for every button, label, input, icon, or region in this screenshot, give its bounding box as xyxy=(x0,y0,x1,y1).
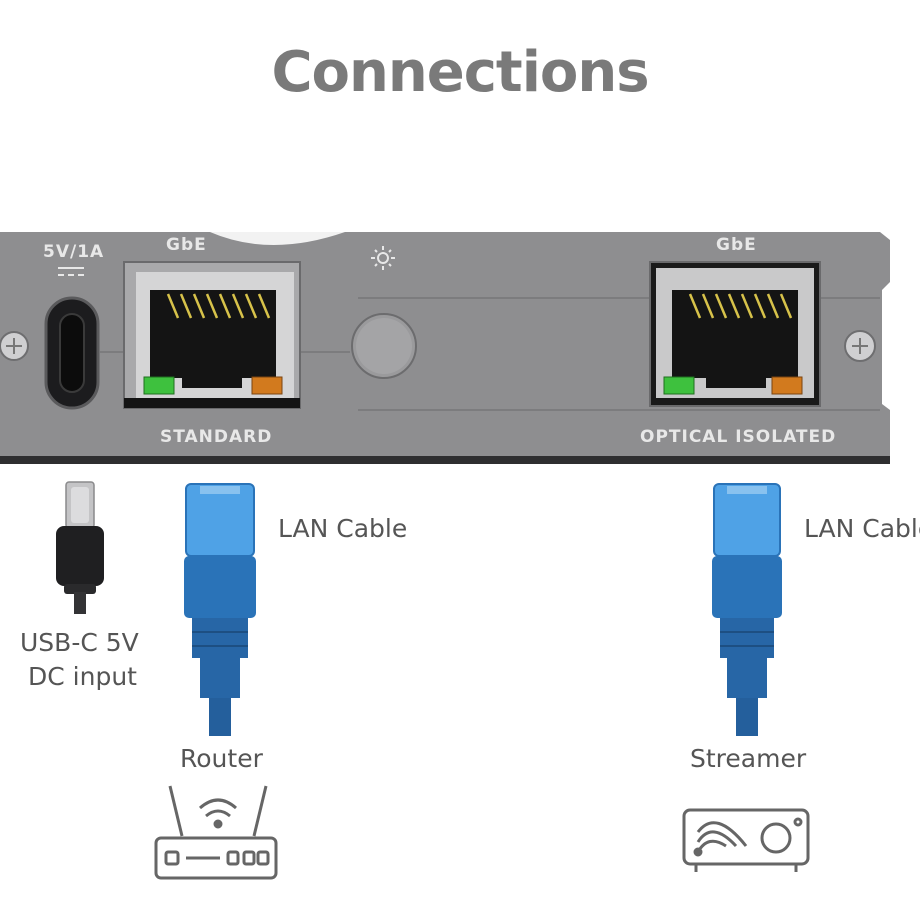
port-right-type-label: OPTICAL ISOLATED xyxy=(640,427,837,447)
lan-cable-right-icon xyxy=(712,483,782,736)
streamer-icon xyxy=(682,808,810,872)
screw-right-icon xyxy=(844,330,876,362)
usb-c-cable-icon xyxy=(56,481,104,614)
ethernet-port-optical-icon xyxy=(649,261,821,407)
lan-cable-left-icon xyxy=(184,483,256,736)
screw-left-icon xyxy=(0,331,29,361)
led-button-icon xyxy=(351,313,417,379)
power-rating-label: 5V/1A xyxy=(43,242,105,262)
router-label: Router xyxy=(180,744,263,773)
port-left-speed-label: GbE xyxy=(166,235,207,255)
streamer-label: Streamer xyxy=(690,744,807,773)
dc-symbol-icon xyxy=(58,267,84,276)
port-right-speed-label: GbE xyxy=(716,235,757,255)
router-icon xyxy=(154,785,278,880)
usb-label-line2: DC input xyxy=(28,662,137,691)
page-title: Connections xyxy=(271,40,649,105)
lan-cable-right-label: LAN Cable xyxy=(804,514,920,543)
usb-label-line1: USB-C 5V xyxy=(20,628,139,657)
ethernet-port-standard-icon xyxy=(123,261,301,409)
light-sensor-icon xyxy=(371,246,395,270)
usb-c-port-icon xyxy=(44,296,100,410)
lan-cable-left-label: LAN Cable xyxy=(278,514,408,543)
port-left-type-label: STANDARD xyxy=(160,427,273,447)
